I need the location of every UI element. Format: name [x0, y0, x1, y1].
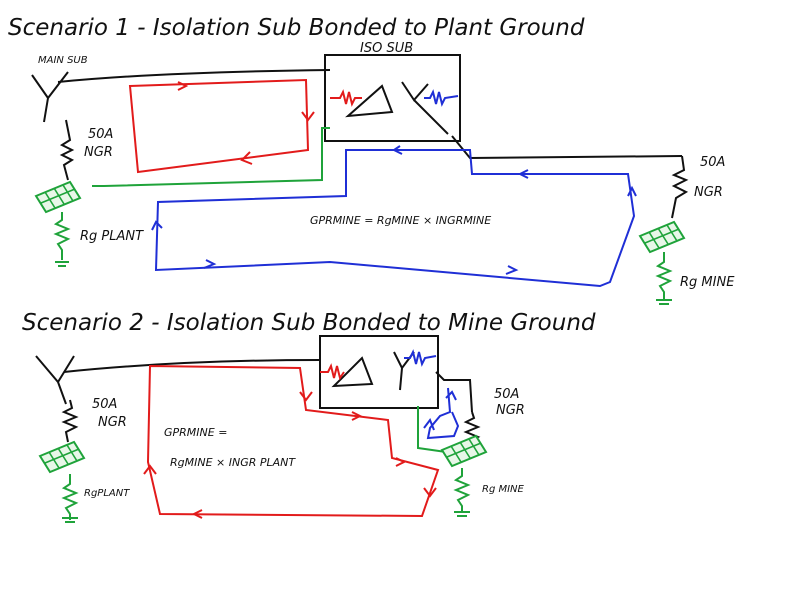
s2-rg-plant-resistor-icon: [61, 474, 79, 523]
s1-blue-current-loop: [151, 145, 637, 288]
s2-ngr-left-resistor-icon: [61, 399, 79, 443]
s1-rg-plant-label: Rg PLANT: [80, 229, 144, 244]
s1-rg-plant-resistor-icon: [53, 212, 71, 267]
s2-rg-plant-label: RgPLANT: [84, 488, 130, 499]
s1-green-bond: [92, 127, 330, 187]
s2-rg-mine-label: Rg MINE: [482, 484, 525, 495]
s2-ngr-right-label: NGR: [496, 403, 525, 418]
s1-red-current-loop: [128, 78, 315, 174]
iso-sub-box: [324, 54, 461, 142]
s1-gpr-equation: GPRMINE = RgMINE × INGRMINE: [310, 214, 491, 227]
s1-ngr-left-label: NGR: [84, 145, 113, 160]
s1-delta-winding-icon: [345, 84, 394, 118]
main-sub-label: MAIN SUB: [38, 55, 88, 66]
s2-ngr-left-label: NGR: [98, 415, 127, 430]
s2-blue-current-loop: [423, 387, 460, 440]
s2-mine-feeder-line: [435, 371, 473, 413]
s1-ngr-right-resistor-icon: [671, 155, 689, 219]
s2-delta-winding-icon: [331, 356, 374, 388]
s2-mine-grid-icon: [441, 435, 487, 467]
s1-ngr-left-rating: 50A: [88, 127, 113, 142]
s2-green-bond: [417, 406, 447, 453]
s1-blue-winding-lead: [424, 89, 459, 107]
scenario1-title: Scenario 1 - Isolation Sub Bonded to Pla…: [8, 15, 585, 41]
s2-ngr-left-rating: 50A: [92, 397, 117, 412]
s1-feeder-line: [57, 69, 331, 83]
s2-ngr-right-rating: 50A: [494, 387, 519, 402]
s1-mine-grid-icon: [639, 221, 685, 253]
s1-ngr-right-label: NGR: [694, 185, 723, 200]
scenario2-title: Scenario 2 - Isolation Sub Bonded to Min…: [22, 310, 596, 336]
s2-feeder-line: [63, 359, 321, 373]
s2-main-sub-transformer-icon: [35, 355, 75, 405]
s2-gpr-equation-line2: RgMINE × INGR PLANT: [170, 456, 296, 469]
s1-mine-feeder-line: [451, 135, 683, 160]
s1-plant-grid-icon: [35, 181, 81, 213]
s2-red-current-loop: [143, 364, 440, 519]
s2-rg-mine-resistor-icon: [453, 468, 471, 517]
s1-ngr-right-rating: 50A: [700, 155, 725, 170]
s1-ngr-left-resistor-icon: [59, 119, 75, 181]
s1-red-winding-lead: [330, 89, 362, 107]
s1-wye-winding-icon: [401, 81, 449, 135]
s1-rg-mine-label: Rg MINE: [680, 275, 735, 290]
s1-rg-mine-resistor-icon: [655, 252, 673, 305]
s2-plant-grid-icon: [39, 441, 85, 473]
s2-red-winding-lead: [320, 363, 345, 381]
s2-gpr-equation-line1: GPRMINE =: [164, 426, 227, 439]
s2-blue-winding-lead: [404, 349, 437, 367]
iso-sub-label: ISO SUB: [360, 41, 413, 56]
main-sub-transformer-icon: [31, 71, 69, 123]
